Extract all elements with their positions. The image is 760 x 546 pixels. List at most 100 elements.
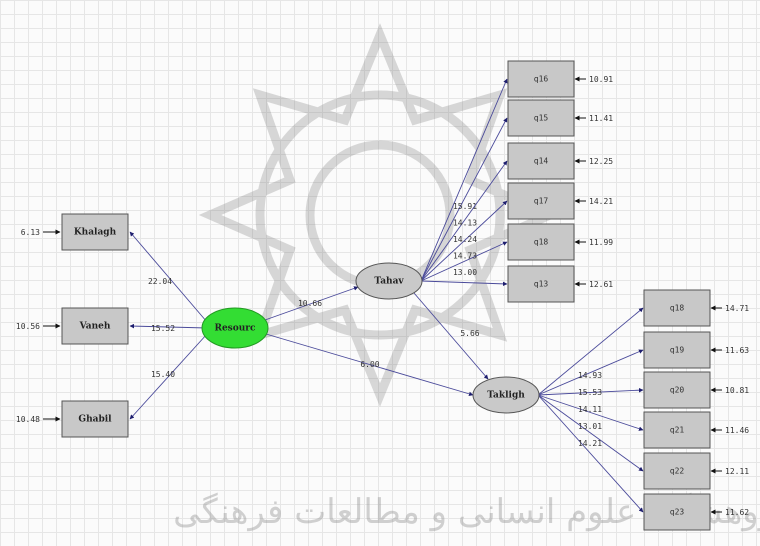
tahav-error-q14-group: 12.25 — [574, 157, 613, 166]
takligh-error-q22-group: 12.11 — [710, 467, 749, 476]
loading-arrow-khalagh — [129, 231, 208, 323]
takligh-item-q18: q18 — [643, 289, 711, 327]
item-box — [507, 223, 575, 261]
latent-label: Takligh — [487, 391, 525, 401]
takligh-error-q19-group: 11.63 — [710, 346, 749, 355]
path-tahav-takligh — [413, 292, 489, 380]
item-label: q15 — [534, 114, 549, 123]
tahav-error-q14: 12.25 — [589, 157, 613, 166]
loading-tahav-q14-group: 14.13 — [453, 219, 477, 228]
item-label: q18 — [534, 238, 549, 247]
loading-tahav-q14: 14.13 — [453, 219, 477, 228]
takligh-item-q23: q23 — [643, 493, 711, 531]
loading-arrow-tahav-q18 — [420, 241, 508, 282]
loading-arrow-takligh-q19 — [537, 349, 644, 396]
item-label: q20 — [670, 386, 685, 395]
item-label: q23 — [670, 508, 685, 517]
latent-label: Tahav — [374, 277, 404, 287]
error-vaneh-group: 10.56 — [16, 322, 61, 331]
tahav-item-q15: q15 — [507, 99, 575, 137]
tahav-error-q15-group: 11.41 — [574, 114, 613, 123]
tahav-item-q18: q18 — [507, 223, 575, 261]
takligh-error-q18: 14.71 — [725, 304, 749, 313]
loading-takligh-q22: 13.01 — [578, 422, 602, 431]
item-box — [507, 182, 575, 220]
loading-tahav-q15-group: 15.91 — [453, 202, 477, 211]
takligh-error-q23-group: 11.62 — [710, 508, 749, 517]
loading-tahav-q13: 13.00 — [453, 268, 477, 277]
item-label: q13 — [534, 280, 549, 289]
item-box — [507, 60, 575, 98]
tahav-error-q16-group: 10.91 — [574, 75, 613, 84]
loading-arrow-takligh-q20 — [537, 387, 644, 396]
tahav-item-q17: q17 — [507, 182, 575, 220]
latent-tahav: Tahav — [355, 262, 423, 300]
loading-takligh-q19-group: 14.93 — [578, 371, 602, 380]
path-resourc-tahav — [264, 286, 359, 321]
item-label: q16 — [534, 75, 549, 84]
exogenous-label: Resourc — [214, 324, 256, 334]
item-box — [643, 452, 711, 490]
item-box — [643, 493, 711, 531]
loading-takligh-q20: 15.53 — [578, 388, 602, 397]
loading-arrow-tahav-q13 — [420, 280, 508, 287]
error-khalagh: 6.13 — [21, 228, 40, 237]
tahav-error-q18: 11.99 — [589, 238, 613, 247]
tahav-error-q16: 10.91 — [589, 75, 613, 84]
error-ghabil-group: 10.48 — [16, 415, 61, 424]
item-label: q18 — [670, 304, 685, 313]
observed-vaneh: Vaneh — [61, 307, 129, 345]
takligh-error-q21: 11.46 — [725, 426, 749, 435]
tahav-error-q15: 11.41 — [589, 114, 613, 123]
observed-box — [61, 400, 129, 438]
loading-arrow-takligh-q18 — [537, 307, 644, 396]
observed-box — [61, 213, 129, 251]
coef-vaneh-group: 15.52 — [151, 324, 175, 333]
exogenous-resourc: Resourc — [201, 307, 269, 349]
tahav-item-q13: q13 — [507, 265, 575, 303]
coef-ghabil: 15.40 — [151, 370, 175, 379]
loading-takligh-q21: 14.11 — [578, 405, 602, 414]
observed-label: Vaneh — [79, 322, 111, 332]
watermark-emblem — [198, 23, 562, 407]
loading-takligh-q20-group: 15.53 — [578, 388, 602, 397]
loading-arrow-takligh-q21 — [537, 394, 644, 431]
loading-takligh-q21-group: 14.11 — [578, 405, 602, 414]
latent-takligh: Takligh — [472, 376, 540, 414]
tahav-item-q14: q14 — [507, 142, 575, 180]
tahav-item-q16: q16 — [507, 60, 575, 98]
coef-khalagh-group: 22.04 — [148, 277, 172, 286]
loading-arrow-tahav-q17 — [420, 200, 508, 282]
loading-tahav-q18-group: 14.73 — [453, 252, 477, 261]
tahav-error-q17: 14.21 — [589, 197, 613, 206]
takligh-error-q22: 12.11 — [725, 467, 749, 476]
loading-tahav-q13-group: 13.00 — [453, 268, 477, 277]
coef-tahav-takligh-group: 5.66 — [460, 329, 479, 338]
tahav-error-q13: 12.61 — [589, 280, 613, 289]
item-box — [507, 142, 575, 180]
loading-takligh-q23-group: 14.21 — [578, 439, 602, 448]
takligh-item-q19: q19 — [643, 331, 711, 369]
loading-tahav-q17-group: 14.24 — [453, 235, 477, 244]
latent-ellipse — [472, 376, 540, 414]
loading-arrow-vaneh — [129, 323, 208, 329]
takligh-error-q21-group: 11.46 — [710, 426, 749, 435]
item-box — [643, 411, 711, 449]
loading-arrow-takligh-q22 — [537, 394, 644, 472]
takligh-error-q19: 11.63 — [725, 346, 749, 355]
error-vaneh: 10.56 — [16, 322, 40, 331]
observed-box — [61, 307, 129, 345]
observed-ghabil: Ghabil — [61, 400, 129, 438]
takligh-item-q21: q21 — [643, 411, 711, 449]
coef-ghabil-group: 15.40 — [151, 370, 175, 379]
item-label: q21 — [670, 426, 685, 435]
takligh-error-q18-group: 14.71 — [710, 304, 749, 313]
takligh-error-q23: 11.62 — [725, 508, 749, 517]
error-khalagh-group: 6.13 — [21, 228, 61, 237]
coef-resourc-tahav-group: 10.66 — [298, 299, 322, 308]
item-box — [507, 99, 575, 137]
item-box — [643, 371, 711, 409]
item-label: q17 — [534, 197, 549, 206]
